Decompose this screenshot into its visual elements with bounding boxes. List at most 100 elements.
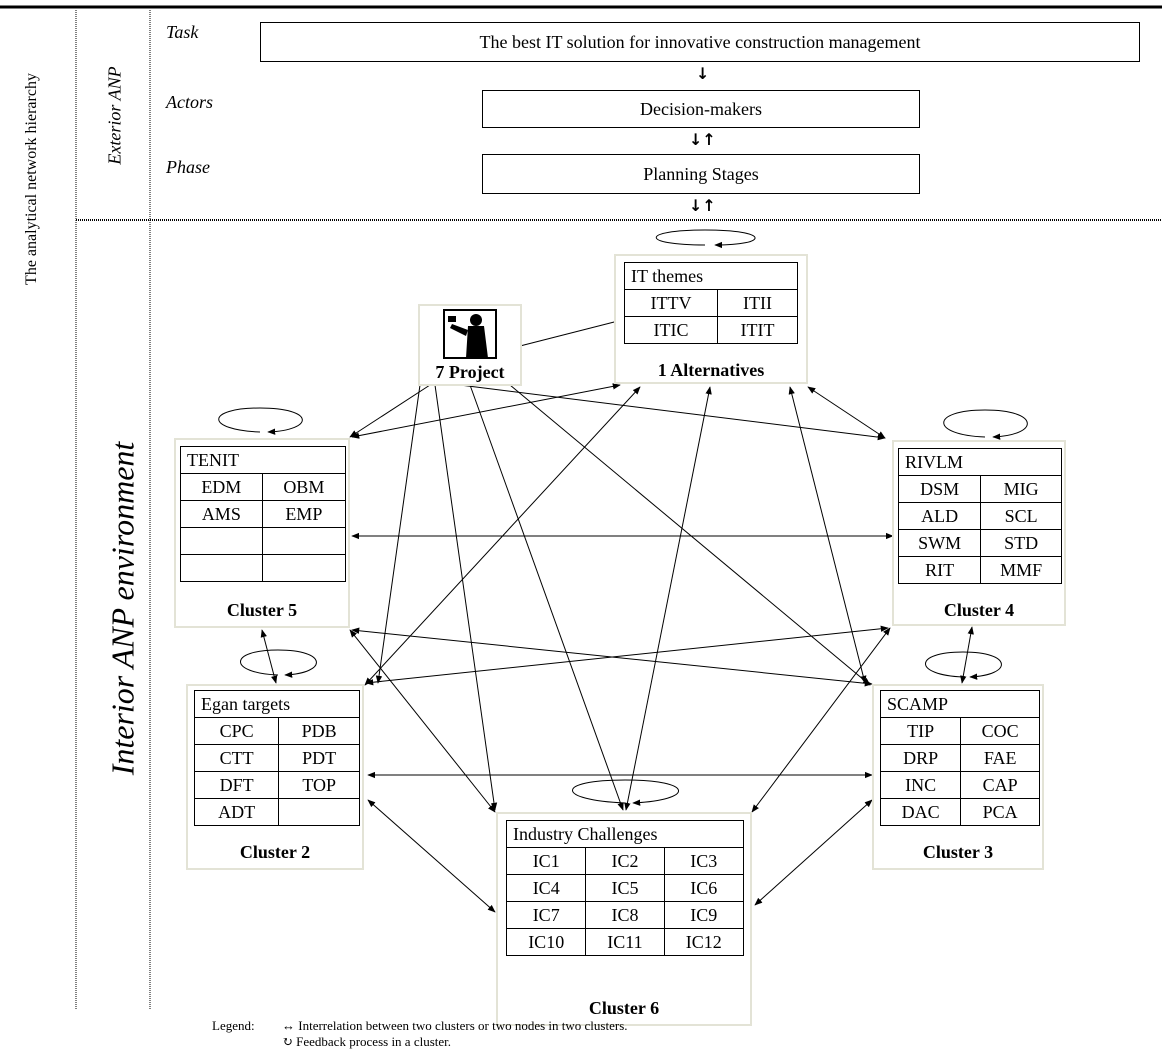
- cluster5-node: [261, 527, 347, 555]
- cluster4-node: STD: [980, 529, 1062, 557]
- cluster6-node: IC1: [505, 847, 587, 875]
- cluster5-node: [261, 554, 347, 582]
- cluster3-name: Cluster 3: [922, 842, 994, 862]
- cluster2-node: PDB: [278, 717, 360, 745]
- cluster2-node: CTT: [193, 744, 280, 772]
- alternatives-name: 1 Alternatives: [657, 360, 765, 380]
- project-node: 7 Project: [418, 304, 522, 386]
- cluster5-node: EDM: [180, 473, 263, 501]
- arrow-cluster5-cluster6: [349, 629, 496, 813]
- arrow-alt-cluster4: [807, 386, 886, 439]
- arrow-cluster3-cluster6: [754, 799, 873, 906]
- cluster6-node: IC5: [585, 874, 665, 902]
- cluster6-node: IC11: [585, 928, 665, 956]
- arrow-project-cluster2: [375, 384, 421, 684]
- alternatives-header: IT themes: [624, 262, 798, 290]
- cluster2-node: TOP: [278, 771, 360, 799]
- arrow-project-cluster4: [459, 384, 886, 441]
- cluster3-node: TIP: [879, 717, 962, 745]
- cluster5-name: Cluster 5: [226, 600, 298, 620]
- feedback-loop-cluster4: [943, 409, 1028, 440]
- cluster5-header: TENIT: [180, 446, 346, 474]
- cluster3-node: DAC: [879, 798, 962, 826]
- cluster6-node: IC6: [663, 874, 745, 902]
- cluster3-header: SCAMP: [880, 690, 1040, 718]
- phase-updown-arrow: ↓↑: [689, 196, 716, 215]
- feedback-loop-alternatives: [656, 229, 756, 249]
- cluster2-node: PDT: [278, 744, 360, 772]
- alternatives-node: ITTV: [624, 289, 718, 317]
- task-down-arrow: ↓: [696, 64, 710, 83]
- arrow-cluster4-cluster6: [751, 627, 891, 813]
- phase-box: Planning Stages: [482, 154, 920, 194]
- cluster3-node: CAP: [960, 771, 1040, 799]
- cluster3-node: COC: [960, 717, 1040, 745]
- cluster2-node: DFT: [193, 771, 280, 799]
- cluster4-node: ALD: [897, 502, 982, 530]
- cluster6-node: IC8: [585, 901, 665, 929]
- cluster6-node: IC9: [663, 901, 745, 929]
- arrow-cluster4-cluster2: [365, 625, 889, 686]
- arrow-cluster5-cluster2: [260, 629, 278, 684]
- legend-title: Legend:: [212, 1018, 255, 1033]
- cluster3-node: DRP: [879, 744, 962, 772]
- alternatives-node: ITII: [717, 289, 798, 317]
- cluster2-node: ADT: [193, 798, 280, 826]
- actors-label: Actors: [166, 92, 213, 112]
- cluster4-name: Cluster 4: [943, 600, 1015, 620]
- feedback-loop-cluster2: [240, 649, 317, 678]
- cluster6-node: IC4: [505, 874, 587, 902]
- cluster6-header: Industry Challenges: [506, 820, 744, 848]
- cluster4-node: MIG: [980, 475, 1062, 503]
- arrow-alt-cluster6: [624, 386, 712, 811]
- cluster5-node: AMS: [180, 500, 263, 528]
- arrow-project-cluster6: [469, 384, 624, 811]
- phase-label: Phase: [166, 157, 210, 177]
- cluster6-node: IC10: [505, 928, 587, 956]
- actors-box: Decision-makers: [482, 90, 920, 128]
- arrow-project-cluster3: [509, 384, 871, 686]
- cluster2-name: Cluster 2: [239, 842, 311, 862]
- cluster5-node: [180, 527, 263, 555]
- cluster5-node: EMP: [261, 500, 347, 528]
- alternatives-node: ITIT: [717, 316, 798, 344]
- cluster4-node: DSM: [897, 475, 982, 503]
- feedback-loop-cluster5: [218, 407, 303, 435]
- legend-feedback: ↻ Feedback process in a cluster.: [282, 1034, 452, 1049]
- cluster2-header: Egan targets: [194, 690, 360, 718]
- cluster4-node: SWM: [897, 529, 982, 557]
- cluster4-node: SCL: [980, 502, 1062, 530]
- cluster6-name: Cluster 6: [588, 998, 660, 1018]
- alternatives-node: ITIC: [624, 316, 718, 344]
- cluster3-node: INC: [879, 771, 962, 799]
- cluster3-node: PCA: [960, 798, 1040, 826]
- cluster2-node: CPC: [193, 717, 280, 745]
- arrow-project-alternatives: [519, 318, 623, 347]
- worker-icon: [443, 309, 497, 359]
- arrow-cluster4-cluster3: [960, 626, 974, 684]
- feedback-loop-cluster6: [572, 779, 679, 806]
- arrow-project-cluster6b: [434, 384, 498, 811]
- cluster5-node: OBM: [261, 473, 347, 501]
- project-label: 7 Project: [435, 362, 505, 382]
- cluster6-node: IC12: [663, 928, 745, 956]
- cluster4-node: RIT: [897, 556, 982, 584]
- task-label: Task: [166, 22, 199, 42]
- cluster2-node: [278, 798, 360, 826]
- cluster6-node: IC7: [505, 901, 587, 929]
- cluster5-node: [180, 554, 263, 582]
